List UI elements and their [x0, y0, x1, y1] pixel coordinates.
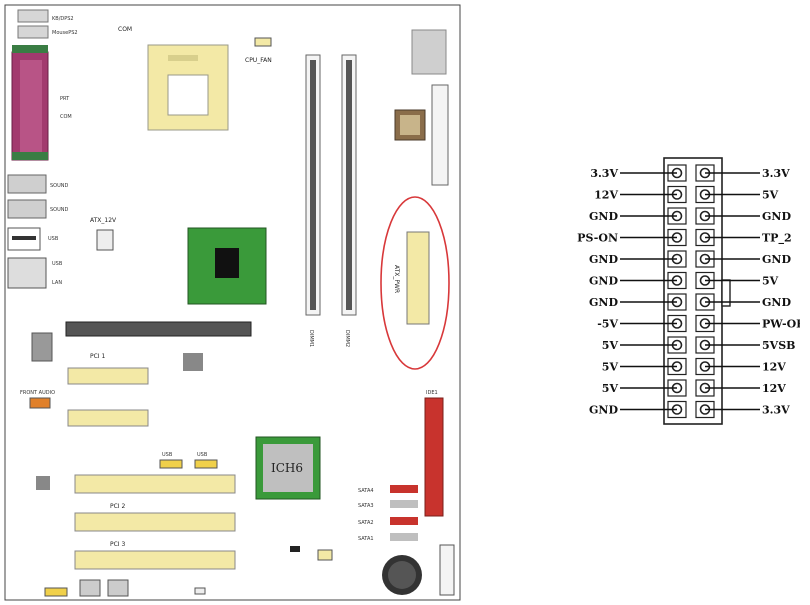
- pin-label-left-1: 3.3V: [590, 167, 618, 180]
- port-label-kb: KB/DPS2: [52, 16, 74, 22]
- dimm1-label: DIMM1: [308, 330, 314, 347]
- lpt-header: [107, 579, 129, 597]
- port-label-prt: PRT: [60, 96, 70, 102]
- pin-label-right-11: 12V: [762, 382, 786, 395]
- pin-label-right-5: GND: [762, 253, 791, 266]
- ide-connector-top: [431, 84, 449, 186]
- lan-port: [7, 257, 47, 289]
- bios-jumper: [290, 546, 300, 552]
- fdd-connector: [439, 544, 455, 596]
- com-top-label: COM: [118, 26, 132, 33]
- pin-label-left-8: -5V: [597, 318, 618, 331]
- pin-label-left-9: 5V: [602, 339, 619, 352]
- parallel-port-inner: [20, 60, 42, 152]
- usb-header-a-label: USB: [162, 452, 173, 458]
- pci-slot-long-2: [74, 512, 236, 532]
- sata1-label: SATA1: [358, 536, 374, 542]
- pci-slot-1b: [67, 409, 149, 427]
- pci-slot-long-3: [74, 550, 236, 570]
- front-audio-label: FRONT AUDIO: [20, 390, 55, 396]
- port-label-com: COM: [60, 114, 72, 120]
- usb-header-b-label: USB: [197, 452, 208, 458]
- port-label-usb1: USB: [48, 236, 59, 242]
- fan-header-2: [317, 549, 333, 561]
- front-audio-header: [29, 397, 51, 409]
- port-label-usb2: USB: [52, 261, 63, 267]
- atx-pwr-label: ATX_PWR: [393, 265, 400, 293]
- ide1-label: IDE1: [426, 390, 438, 396]
- small-jumper: [194, 587, 206, 595]
- pin-label-right-10: 12V: [762, 361, 786, 374]
- pci2-label: PCI 2: [110, 503, 125, 510]
- pin-label-right-4: TP_2: [762, 232, 792, 246]
- cpu-fan-header: [254, 37, 272, 47]
- ps2-mouse-port: [17, 25, 49, 39]
- atx-12v-connector: [96, 229, 114, 251]
- atx-pwr-connector: [406, 231, 430, 325]
- northbridge-area: [411, 29, 447, 75]
- dimm2-label: DIMM2: [344, 330, 350, 347]
- pin-label-right-1: 3.3V: [762, 167, 790, 180]
- sata1-port: [390, 533, 418, 541]
- port-label-lan: LAN: [52, 280, 62, 286]
- pci3-label: PCI 3: [110, 541, 125, 548]
- cpu-fan-label: CPU_FAN: [245, 57, 272, 64]
- pci1-label: PCI 1: [90, 353, 105, 360]
- port-label-sound1: SOUND: [50, 183, 69, 189]
- sound-port-2: [7, 199, 47, 219]
- pin-label-right-2: 5V: [762, 189, 779, 202]
- pci-slot-1a: [67, 367, 149, 385]
- pin-label-right-6: 5V: [762, 275, 779, 288]
- pin-label-left-3: GND: [589, 210, 618, 223]
- northbridge-chip: [187, 227, 267, 305]
- ich6-label: ICH6: [271, 461, 303, 475]
- sata4-port: [390, 485, 418, 493]
- sata2-port: [390, 517, 418, 525]
- port-label-mouse: MousePS2: [52, 30, 78, 36]
- sata3-port: [390, 500, 418, 508]
- pin-label-right-12: 3.3V: [762, 404, 790, 417]
- ps2-keyboard-port: [17, 9, 49, 23]
- pin-label-right-3: GND: [762, 210, 791, 223]
- port-label-sound2: SOUND: [50, 207, 69, 213]
- small-component: [36, 476, 50, 490]
- com2-header: [79, 579, 101, 597]
- pin-label-right-7: GND: [762, 296, 791, 309]
- pin-label-right-8: PW-OK: [762, 318, 800, 331]
- motherboard-diagram: KB/DPS2 MousePS2 COM PRT COM SOUND SOUND…: [4, 4, 461, 601]
- ide1-connector: [424, 397, 444, 517]
- sata4-label: SATA4: [358, 488, 374, 494]
- atx-pwr-highlight: [380, 196, 450, 370]
- pin-label-left-12: GND: [589, 404, 618, 417]
- pin-label-left-11: 5V: [602, 382, 619, 395]
- bottom-header-1: [44, 587, 68, 597]
- sata2-label: SATA2: [358, 520, 374, 526]
- sata3-label: SATA3: [358, 503, 374, 509]
- pin-label-left-6: GND: [589, 275, 618, 288]
- pin-label-left-2: 12V: [594, 189, 618, 202]
- agp-slot: [65, 321, 252, 337]
- pin-label-left-4: PS-ON: [577, 232, 618, 245]
- pci-slot-long-1: [74, 474, 236, 494]
- pin-label-left-5: GND: [589, 253, 618, 266]
- sound-port-1: [7, 174, 47, 194]
- usb-header-b: [194, 459, 218, 469]
- pin-label-left-10: 5V: [602, 361, 619, 374]
- pin-label-left-7: GND: [589, 296, 618, 309]
- atx-12v-label: ATX_12V: [90, 217, 117, 224]
- pin-label-right-9: 5VSB: [762, 339, 795, 352]
- small-chip: [31, 332, 53, 362]
- usb-header-a: [159, 459, 183, 469]
